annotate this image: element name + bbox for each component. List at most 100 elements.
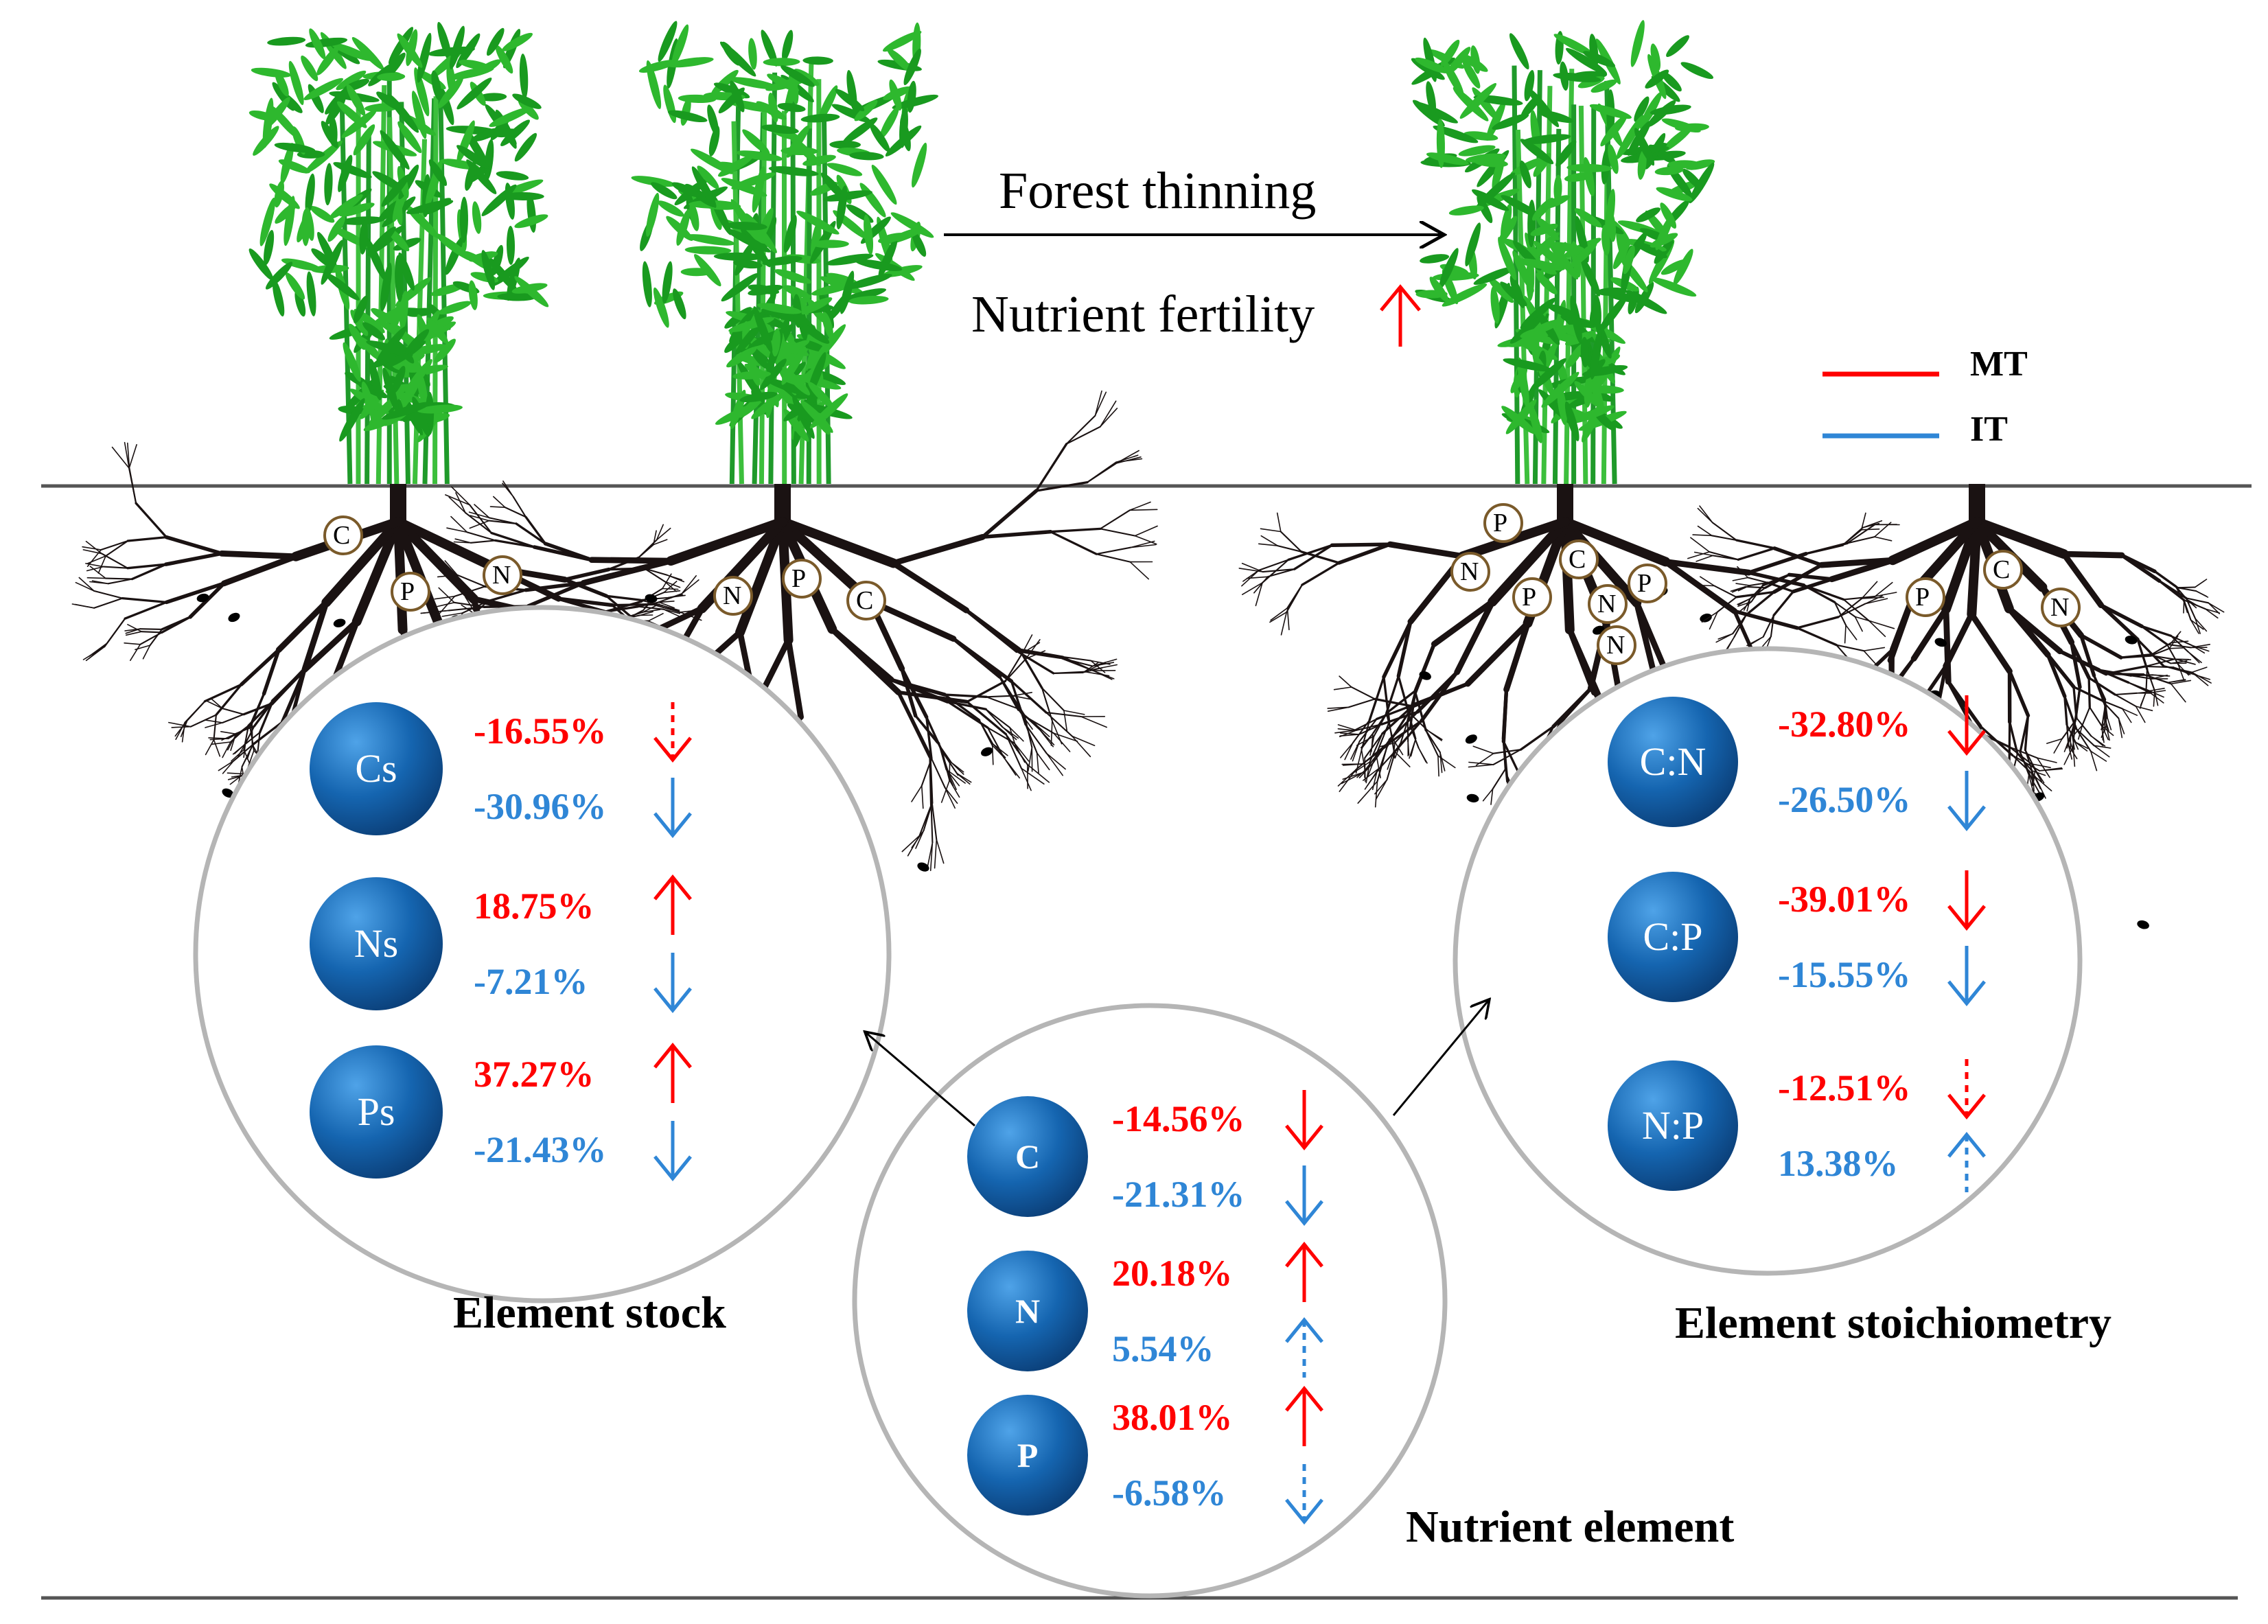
- panels-group: [193, 605, 2083, 1599]
- fertility-up-arrow: [1380, 284, 1421, 347]
- node-label: Ps: [357, 1089, 395, 1134]
- forest-thinning-label: Forest thinning: [999, 162, 1317, 220]
- node-c-p: [1608, 872, 1738, 1002]
- node-label: P: [1017, 1436, 1039, 1474]
- root-element-letter: C: [856, 586, 874, 615]
- nutrient-element-title: Nutrient element: [1406, 1502, 1735, 1552]
- root-element-circle: [483, 555, 522, 595]
- root-element-letter: P: [1522, 583, 1537, 612]
- bamboo-plant-3: [1411, 20, 1715, 485]
- it-down-arrow: [1947, 771, 1986, 831]
- legend-mt-label: MT: [1970, 345, 2028, 384]
- root-element-letter: N: [1597, 590, 1617, 618]
- panel-nutrient: [852, 1003, 1448, 1599]
- root-element-circle: [1983, 550, 2023, 590]
- mt-value: 18.75%: [474, 885, 594, 927]
- mt-down-arrow: [1947, 695, 1986, 756]
- mt-value: 20.18%: [1112, 1253, 1233, 1294]
- root-element-circle: [1559, 540, 1599, 579]
- it-value: 5.54%: [1112, 1328, 1214, 1369]
- it-value: 13.38%: [1778, 1143, 1899, 1184]
- root-element-circle: [782, 559, 822, 599]
- root-element-circle: [1906, 577, 1945, 617]
- node-label: C: [1015, 1137, 1041, 1176]
- it-value: -6.58%: [1112, 1472, 1227, 1513]
- mt-up-arrow: [653, 874, 692, 935]
- it-value: -21.43%: [474, 1129, 607, 1170]
- connector-arrow-to-stock: [866, 1033, 975, 1127]
- it-up-arrow: [1947, 1132, 1986, 1192]
- root-element-circle: [391, 572, 430, 612]
- it-value: -7.21%: [474, 961, 588, 1002]
- mt-down-arrow: [1947, 1059, 1986, 1120]
- root-element-letter: C: [333, 521, 351, 550]
- node-cs: [310, 702, 443, 835]
- node-label: C:P: [1643, 914, 1703, 959]
- root-element-letter: C: [1993, 555, 2011, 584]
- bamboo-plant-2: [631, 21, 938, 485]
- root-element-letter: P: [1915, 583, 1930, 612]
- root-element-circle: [2041, 588, 2081, 627]
- it-value: -26.50%: [1778, 779, 1911, 820]
- connector-arrow-to-stoich: [1392, 1001, 1488, 1116]
- mt-value: 37.27%: [474, 1054, 594, 1095]
- root-element-letter: P: [791, 564, 807, 593]
- node-n: [967, 1251, 1088, 1371]
- nutrient-fertility-label: Nutrient fertility: [971, 286, 1315, 343]
- root-element-circle: [1597, 625, 1636, 665]
- panel-stock: [193, 605, 892, 1303]
- node-label: Ns: [354, 921, 399, 966]
- mt-up-arrow: [1285, 1386, 1323, 1446]
- root-element-circle: [323, 515, 363, 555]
- mt-value: -39.01%: [1778, 879, 1911, 920]
- it-value: -15.55%: [1778, 954, 1911, 995]
- root-element-circle: [1628, 564, 1667, 603]
- node-label: Cs: [355, 746, 397, 791]
- root-element-letter: N: [1606, 631, 1625, 660]
- bamboo-plant-1: [248, 21, 549, 485]
- root-element-letter: P: [1493, 509, 1508, 537]
- node-label: N: [1015, 1292, 1041, 1330]
- root-element-letter: C: [1569, 545, 1586, 574]
- panel-stoich: [1453, 646, 2083, 1276]
- it-value: -30.96%: [474, 786, 607, 827]
- mt-up-arrow: [653, 1043, 692, 1103]
- mt-value: -14.56%: [1112, 1098, 1245, 1139]
- root-element-circle: [1588, 584, 1628, 624]
- element-stoichiometry-title: Element stoichiometry: [1675, 1298, 2111, 1348]
- root-element-letter: P: [1637, 569, 1652, 598]
- root-element-letter: N: [492, 561, 511, 590]
- it-down-arrow: [1947, 946, 1986, 1006]
- panel-circle-stoich: [1453, 646, 2083, 1276]
- mt-value: -16.55%: [474, 710, 607, 752]
- root-element-circle: [1450, 552, 1490, 592]
- it-value: -21.31%: [1112, 1174, 1245, 1215]
- it-down-arrow: [653, 953, 692, 1013]
- it-up-arrow: [1285, 1317, 1323, 1378]
- root-element-letter: N: [2050, 593, 2070, 622]
- it-down-arrow: [1285, 1464, 1323, 1524]
- bamboo-group: [248, 20, 1715, 485]
- mt-down-arrow: [653, 702, 692, 763]
- node-p: [967, 1395, 1088, 1516]
- mt-up-arrow: [1285, 1242, 1323, 1302]
- root-element-circle: [713, 576, 753, 616]
- it-down-arrow: [653, 1121, 692, 1181]
- node-c-n: [1608, 697, 1738, 827]
- node-label: C:N: [1639, 739, 1706, 784]
- mt-value: -32.80%: [1778, 704, 1911, 745]
- mt-value: -12.51%: [1778, 1067, 1911, 1109]
- root-element-letter: P: [400, 577, 415, 606]
- it-down-arrow: [653, 778, 692, 838]
- node-ps: [310, 1045, 443, 1179]
- root-element-letter: N: [723, 581, 742, 610]
- root-element-circle: [1512, 577, 1552, 617]
- node-label: N:P: [1641, 1103, 1704, 1148]
- root-element-letter: N: [1460, 557, 1479, 586]
- root-element-circle: [1483, 503, 1523, 543]
- mt-down-arrow: [1285, 1090, 1323, 1150]
- node-c: [967, 1096, 1088, 1217]
- element-stock-title: Element stock: [453, 1288, 726, 1338]
